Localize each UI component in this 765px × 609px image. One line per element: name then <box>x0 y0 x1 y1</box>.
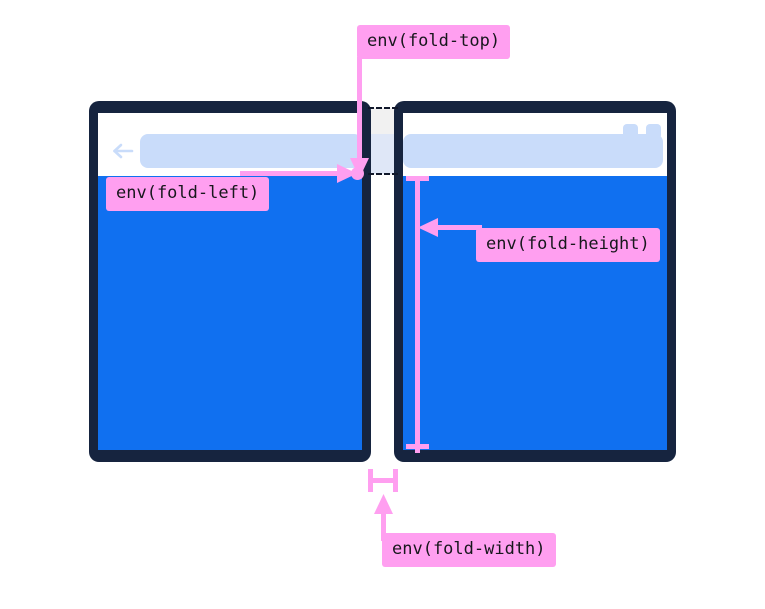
fold-top-dashed-guide <box>368 107 398 109</box>
fold-left-leader-line <box>240 171 346 176</box>
fold-height-leader-line <box>434 225 482 230</box>
fold-top-label: env(fold-top) <box>357 25 511 59</box>
fold-height-arrowhead-icon <box>418 218 438 237</box>
fold-width-arrowhead-icon <box>374 494 393 514</box>
fold-gap-chrome-strip <box>371 108 394 134</box>
fold-height-measure-line <box>415 176 420 453</box>
fold-bottom-dashed-guide <box>368 173 398 175</box>
right-screen-viewport <box>403 113 667 450</box>
left-screen-viewport <box>98 113 362 450</box>
right-url-bar[interactable] <box>403 134 663 168</box>
fold-origin-point <box>351 167 364 180</box>
fold-width-measure-bracket <box>368 478 398 483</box>
left-page-content <box>98 176 362 450</box>
fold-width-leader-line <box>381 510 386 540</box>
fold-width-left-cap <box>368 469 373 492</box>
fold-left-arrowhead-icon <box>337 164 357 183</box>
fold-height-leader-elbow <box>477 225 482 237</box>
fold-left-label: env(fold-left) <box>106 177 270 211</box>
fold-height-label: env(fold-height) <box>476 228 660 262</box>
fold-top-leader-line <box>357 57 362 165</box>
fold-gap-urlbar-strip <box>371 134 394 174</box>
back-arrow-icon[interactable] <box>112 143 134 159</box>
fold-height-bottom-cap <box>406 444 429 449</box>
left-url-bar[interactable] <box>140 134 362 168</box>
fold-width-right-cap <box>393 469 398 492</box>
left-browser-chrome <box>98 113 362 176</box>
right-screen-device <box>394 101 676 462</box>
fold-width-label: env(fold-width) <box>382 533 556 567</box>
fold-height-top-cap <box>406 176 429 181</box>
left-screen-device <box>89 101 371 462</box>
right-page-content <box>403 176 667 450</box>
right-browser-chrome <box>403 113 667 176</box>
